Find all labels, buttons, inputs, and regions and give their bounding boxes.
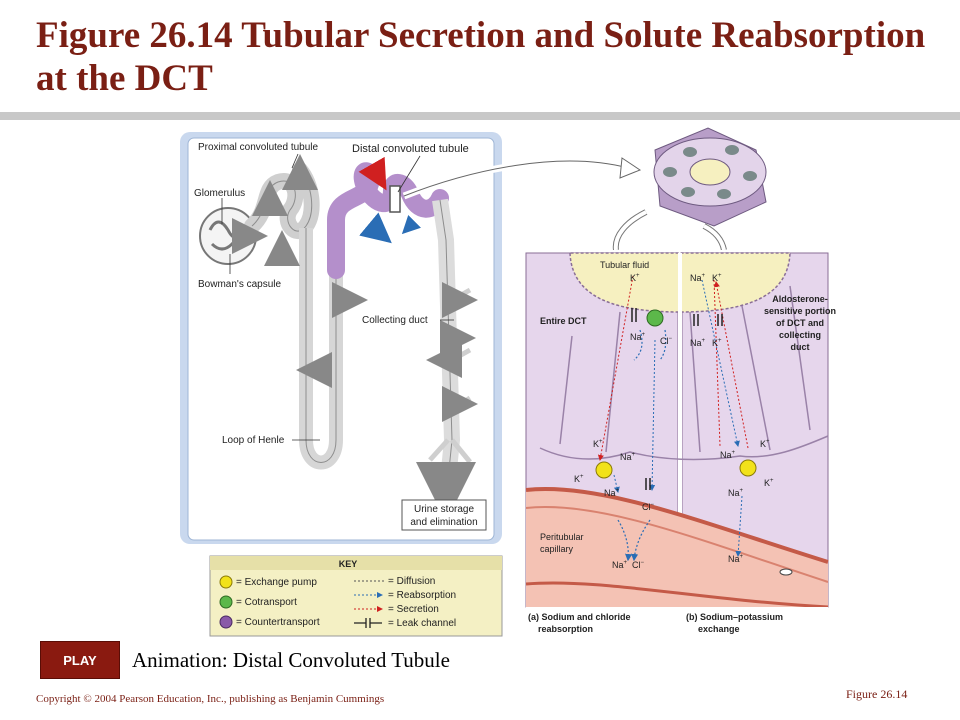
countertransport-swatch	[219, 615, 233, 629]
caption-b-2: exchange	[698, 624, 740, 634]
tubule-cross-section	[653, 127, 767, 227]
svg-text:K+: K+	[764, 478, 774, 488]
key-countertransport: = Countertransport	[236, 617, 320, 628]
exchange-pump-swatch	[219, 575, 233, 589]
transport-panels	[524, 250, 830, 641]
svg-text:K+: K+	[712, 338, 722, 348]
aldosterone-label-3: of DCT and	[776, 318, 824, 328]
caption-b-1: (b) Sodium–potassium	[686, 612, 783, 622]
peritubular-label-2: capillary	[540, 544, 574, 554]
pct-label: Proximal convoluted tubule	[198, 142, 319, 153]
copyright-text: Copyright © 2004 Pearson Education, Inc.…	[36, 693, 385, 705]
key-cotransport: = Cotransport	[236, 597, 297, 608]
cotransport-swatch	[219, 595, 233, 609]
animation-label: Animation: Distal Convoluted Tubule	[132, 648, 450, 672]
entire-dct-label: Entire DCT	[540, 316, 587, 326]
collecting-duct-label: Collecting duct	[362, 315, 428, 326]
svg-text:Na+: Na+	[690, 273, 706, 283]
play-button[interactable]: PLAY	[40, 641, 120, 679]
svg-text:Cl−: Cl−	[632, 560, 645, 570]
key-leak-channel: = Leak channel	[388, 618, 456, 629]
svg-text:K+: K+	[593, 439, 603, 449]
svg-text:Na+: Na+	[612, 560, 628, 570]
aldosterone-label-4: collecting	[779, 330, 821, 340]
loop-label: Loop of Henle	[222, 435, 285, 446]
svg-text:Cl−: Cl−	[642, 502, 655, 512]
key-legend	[209, 555, 503, 637]
caption-a-2: reabsorption	[538, 624, 593, 634]
svg-text:Na+: Na+	[720, 450, 736, 460]
svg-text:Na+: Na+	[728, 554, 744, 564]
tubular-fluid-label: Tubular fluid	[600, 260, 649, 270]
urine-label-2: and elimination	[410, 517, 477, 528]
svg-text:K+: K+	[712, 273, 722, 283]
aldosterone-label-5: duct	[791, 342, 810, 352]
svg-text:K+: K+	[760, 439, 770, 449]
key-exchange-pump: = Exchange pump	[236, 577, 317, 588]
svg-text:K+: K+	[630, 273, 640, 283]
svg-text:K+: K+	[574, 474, 584, 484]
key-diffusion: = Diffusion	[388, 576, 435, 587]
svg-text:Na+: Na+	[690, 338, 706, 348]
slide-title: Figure 26.14 Tubular Secretion and Solut…	[36, 15, 926, 99]
bowman-label: Bowman's capsule	[198, 279, 282, 290]
urine-label-1: Urine storage	[414, 504, 474, 515]
ion-labels: K+ Na+ Cl− K+ Na+ K+ Na+ Cl− Na+ Cl− Na+…	[574, 273, 774, 570]
caption-a-1: (a) Sodium and chloride	[528, 612, 631, 622]
aldosterone-label-1: Aldosterone-	[772, 294, 828, 304]
flow-arrows	[232, 154, 478, 422]
svg-text:Cl−: Cl−	[660, 336, 673, 346]
peritubular-label-1: Peritubular	[540, 532, 584, 542]
key-secretion: = Secretion	[388, 604, 439, 615]
dct-label: Distal convoluted tubule	[352, 143, 469, 155]
glomerulus-label: Glomerulus	[194, 188, 245, 199]
key-title: KEY	[339, 559, 358, 569]
svg-text:Na+: Na+	[728, 488, 744, 498]
svg-text:Na+: Na+	[620, 452, 636, 462]
title-divider	[0, 112, 960, 120]
aldosterone-label-2: sensitive portion	[764, 306, 836, 316]
key-reabsorption: = Reabsorption	[388, 590, 456, 601]
leak-channel-swatch	[354, 618, 382, 628]
svg-text:Na+: Na+	[604, 488, 620, 498]
figure-number: Figure 26.14	[846, 687, 908, 701]
svg-text:Na+: Na+	[630, 332, 646, 342]
nephron-panel	[180, 132, 502, 544]
